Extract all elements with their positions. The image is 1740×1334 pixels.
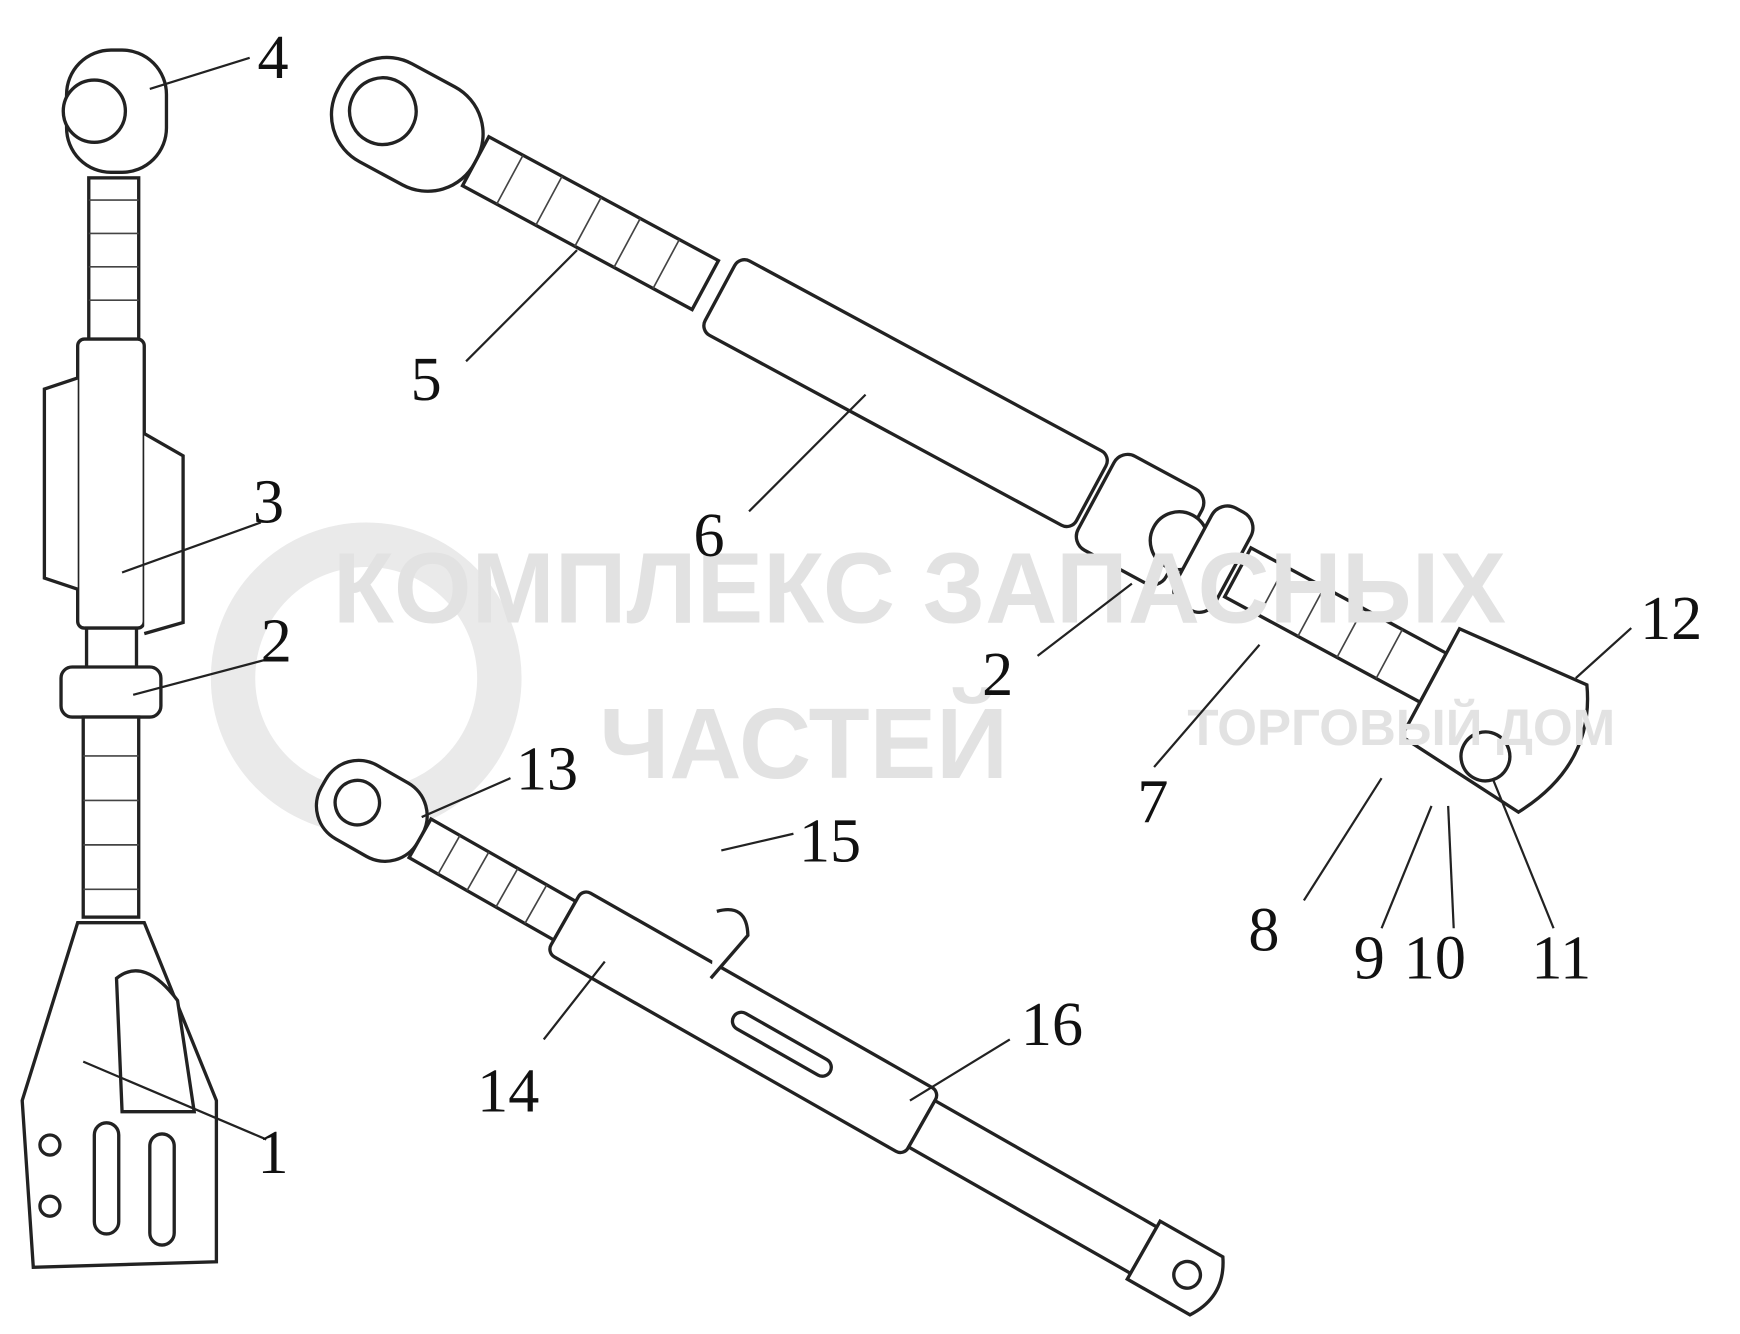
bottom-link-assembly [314, 758, 1225, 1317]
label-12: 12 [1640, 585, 1702, 653]
label-10: 10 [1404, 924, 1466, 992]
label-15: 15 [799, 807, 861, 875]
left-link-assembly [20, 48, 219, 1270]
label-8: 8 [1248, 896, 1279, 964]
top-link-assembly [329, 55, 1590, 815]
watermark: КОМПЛЕКС ЗАПАСНЫХ ЧАСТЕЙ ТОРГОВЫЙ ДОМ [333, 533, 1615, 800]
label-16: 16 [1021, 991, 1083, 1059]
label-13: 13 [516, 735, 578, 803]
leader-lines [82, 56, 1632, 1141]
watermark-line1: КОМПЛЕКС ЗАПАСНЫХ [333, 533, 1506, 644]
label-7: 7 [1137, 769, 1168, 837]
label-11: 11 [1531, 924, 1591, 992]
label-3: 3 [253, 468, 284, 536]
label-2-left: 2 [261, 607, 292, 675]
label-2-right: 2 [982, 641, 1013, 709]
label-1: 1 [257, 1119, 288, 1187]
callout-labels: 4 3 2 1 5 6 2 7 12 8 9 10 11 13 15 14 16 [253, 24, 1702, 1187]
label-14: 14 [477, 1058, 539, 1126]
label-9: 9 [1354, 924, 1385, 992]
label-6: 6 [694, 502, 725, 570]
watermark-sub: ТОРГОВЫЙ ДОМ [1187, 698, 1615, 756]
watermark-line2: ЧАСТЕЙ [599, 687, 1008, 800]
label-5: 5 [411, 346, 442, 414]
label-4: 4 [257, 24, 288, 92]
